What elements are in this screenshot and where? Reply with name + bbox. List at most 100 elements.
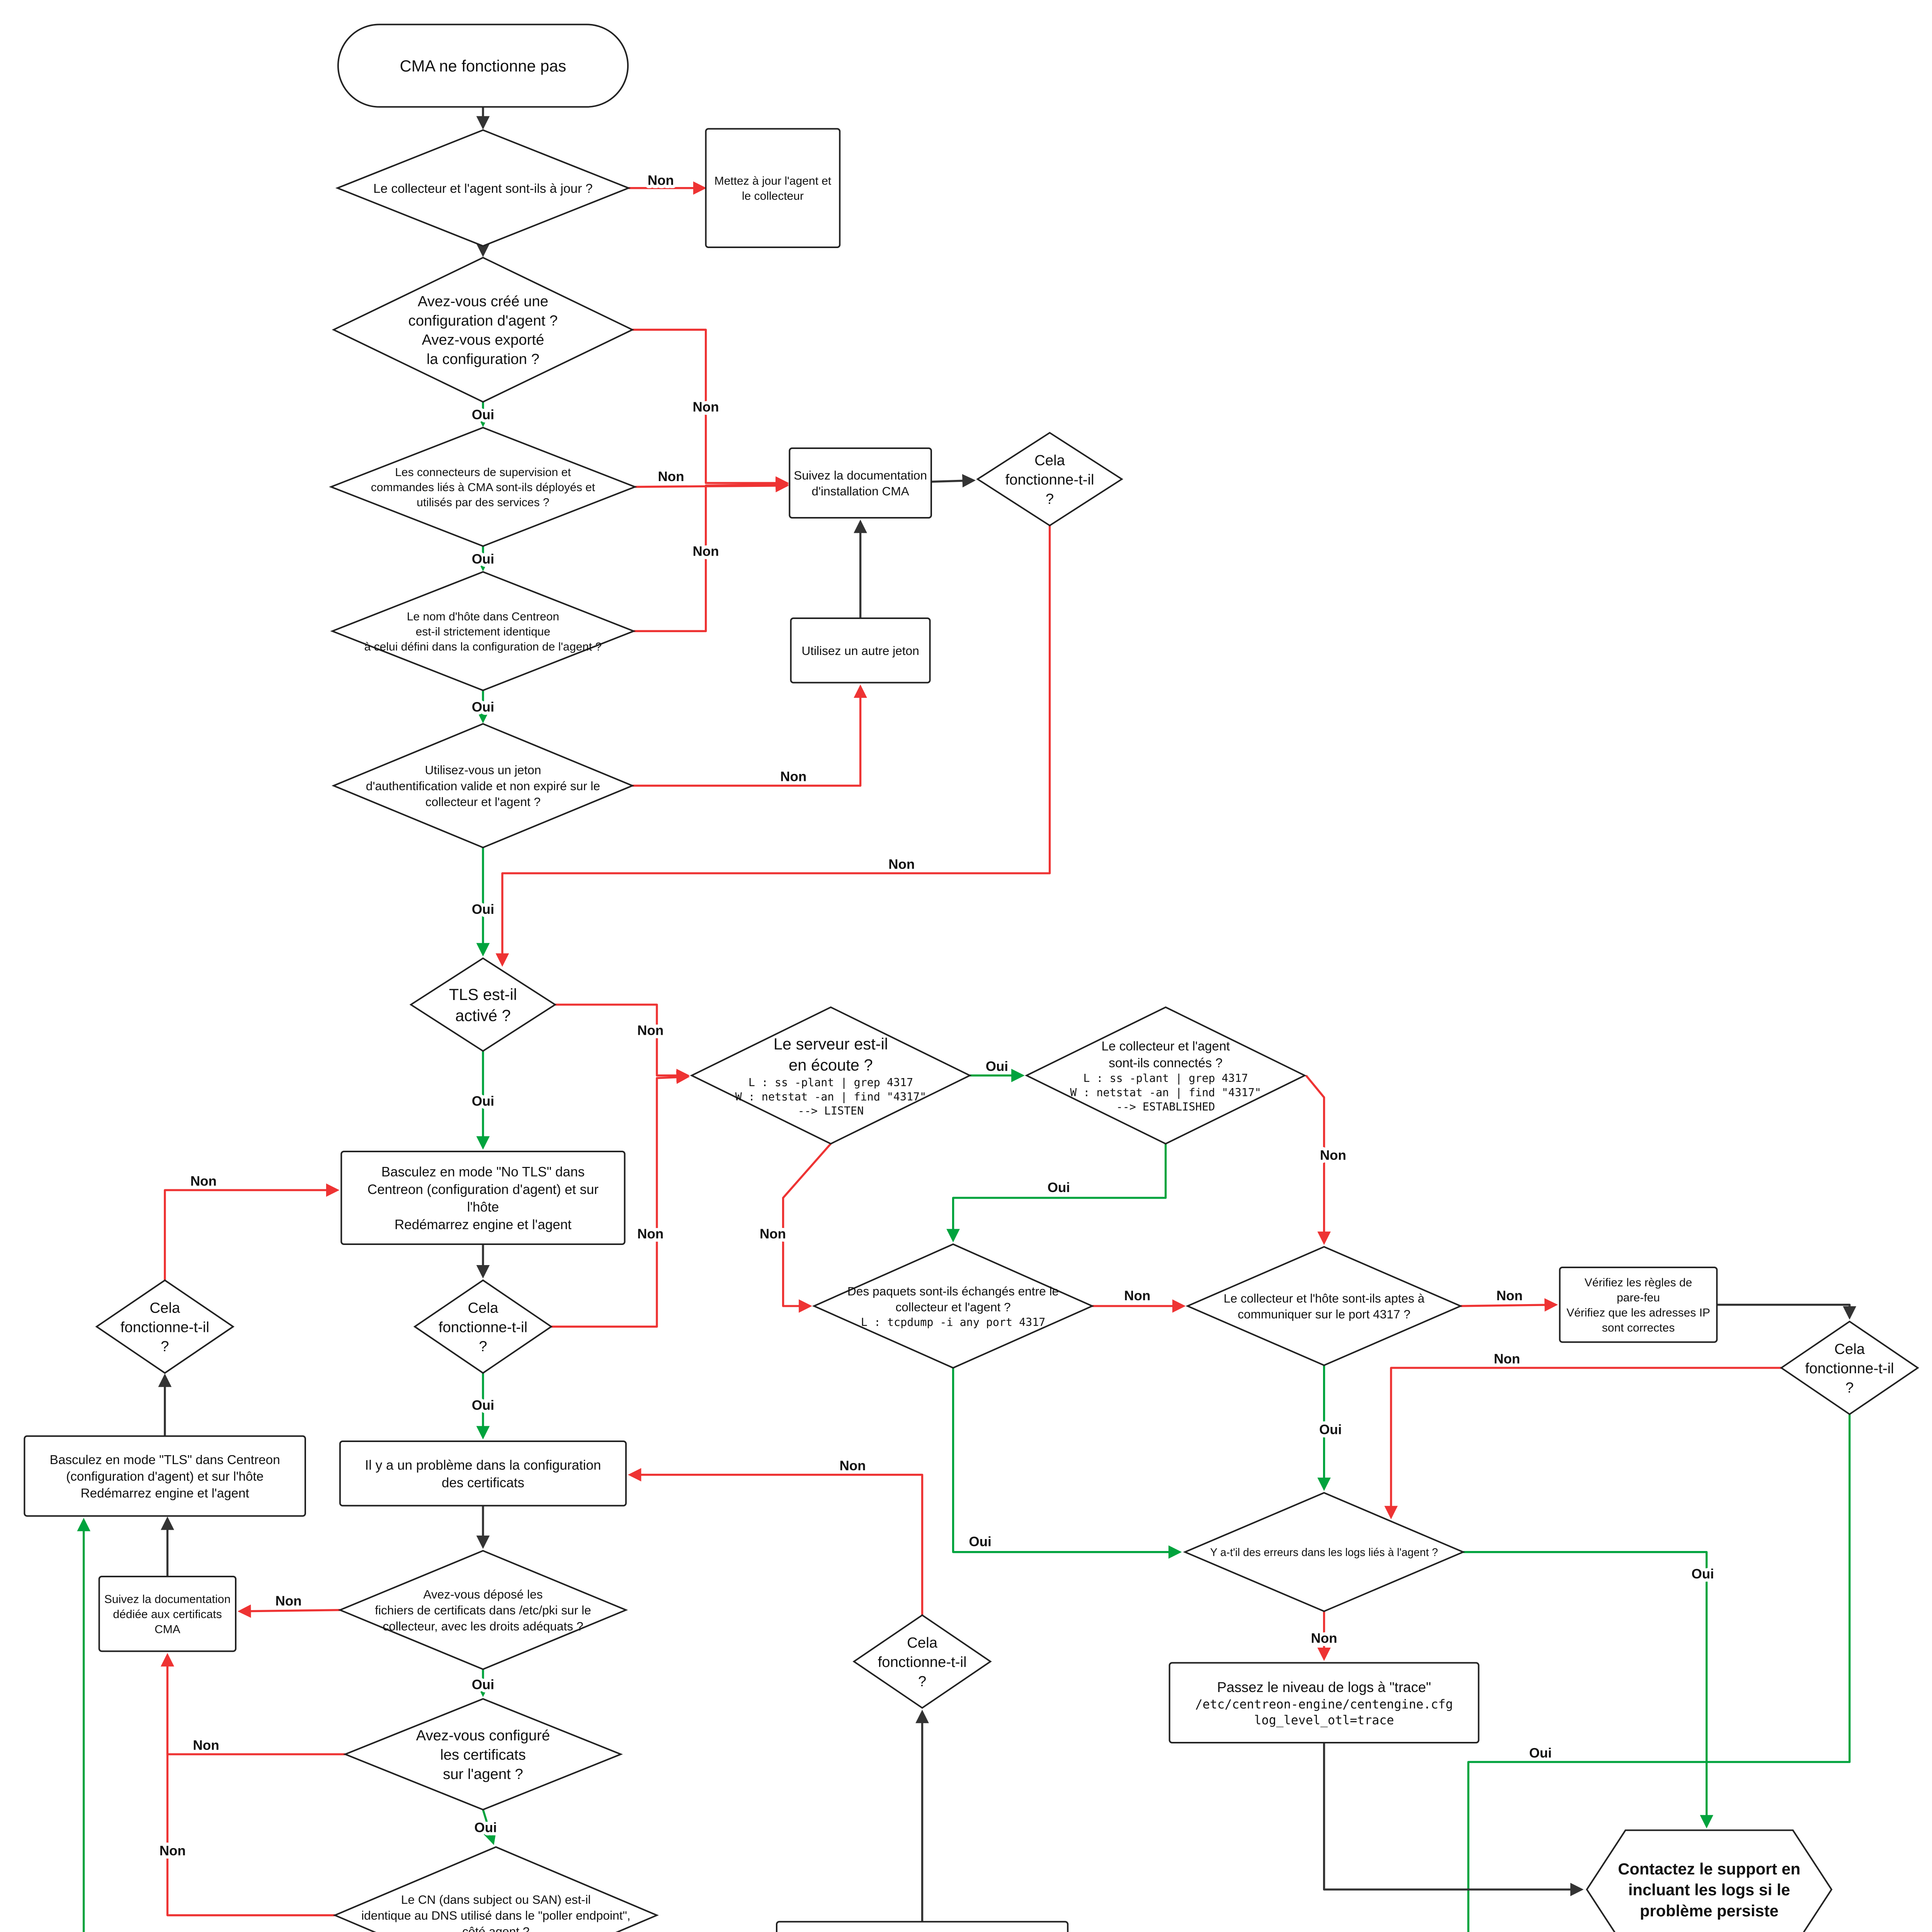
node-text: problème persiste [1640,1901,1779,1920]
node-tls-bottom: Basculez en mode "TLS" dans Centreon(con… [776,1921,1069,1932]
node-shape [329,427,637,547]
node-text: TLS est-il [449,985,517,1003]
node-text: Le CN (dans subject ou SAN) est-il [401,1893,591,1906]
node-shape [338,1550,628,1670]
node-shape [1168,1662,1480,1743]
node-text: Contactez le support en [1618,1860,1800,1878]
edge-pki-oui: Oui [469,1669,497,1697]
edge-label-non: Non [190,1173,217,1189]
edge-line [555,1003,690,1082]
edge-firewall-to-works5 [1717,1304,1856,1320]
node-shape [98,1576,236,1652]
edge-line [1717,1304,1856,1320]
edge-works2-non: Non [551,1070,690,1328]
node-text: Vérifiez les règles de [1585,1276,1692,1289]
node-token: Utilisez-vous un jetond'authentification… [332,723,634,849]
edge-label-non: Non [1494,1351,1520,1366]
edge-label-oui: Oui [472,407,494,422]
node-shape [343,1698,623,1811]
node-shape [789,447,932,519]
edge-doc-to-works1 [931,474,976,488]
edge-label-non: Non [637,1226,663,1242]
node-shape [1183,1492,1465,1612]
node-text: Redémarrez engine et l'agent [395,1217,571,1232]
node-shape [332,723,634,849]
node-text: sont-ils connectés ? [1109,1056,1223,1070]
edge-label-non: Non [193,1738,219,1753]
node-text: --> LISTEN [798,1105,864,1117]
edge-layer: NonOuiNonNonOuiNonOuiNonOuiNonOuiNonNonN… [77,107,1856,1932]
node-shape [333,1846,659,1932]
edge-packets-non: Non [1092,1285,1186,1313]
node-shape [1185,1246,1463,1366]
node-text: Le collecteur et l'hôte sont-ils aptes à [1224,1291,1425,1305]
node-shape [340,1151,626,1245]
node-text: L : tcpdump -i any port 4317 [861,1316,1046,1328]
edge-label-non: Non [840,1458,866,1473]
edge-label-non: Non [888,857,915,872]
edge-label-non: Non [1311,1631,1337,1646]
edge-label-non: Non [276,1594,302,1609]
edge-token-oui: Oui [469,847,497,957]
edge-label-non: Non [693,544,719,559]
node-text: CMA [155,1623,180,1636]
edge-connected-oui: Oui [946,1144,1167,1243]
node-tls-left: Basculez en mode "TLS" dans Centreon (con… [24,1435,306,1517]
edge-label-non: Non [780,769,806,784]
node-shape [337,24,629,108]
node-start: CMA ne fonctionne pas [337,24,629,108]
edge-port-oui: Oui [1316,1365,1345,1491]
edge-works1-non: Non [495,526,1051,967]
edge-hostname-oui: Oui [469,690,497,723]
node-layer: CMA ne fonctionne pas Le collecteur et l'… [24,24,1919,1932]
node-shape [812,1243,1094,1369]
edge-label-non: Non [1320,1148,1346,1163]
node-text: Centreon (configuration d'agent) et sur [367,1182,599,1197]
node-text: Cela [1034,452,1065,469]
node-other-token: Utilisez un autre jeton [790,617,931,684]
edge-line [628,1468,923,1615]
edge-label-oui: Oui [1692,1566,1714,1582]
edge-line [1463,1551,1713,1828]
node-text: fonctionne-t-il [121,1319,209,1335]
node-text: Il y a un problème dans la configuration [365,1458,601,1473]
node-shape [95,1279,235,1374]
edge-cn-non: Non [156,1653,335,1917]
node-shape [1586,1829,1833,1932]
node-text: Avez-vous exporté [422,332,544,348]
edge-label-non: Non [693,400,719,415]
edge-logs-oui: Oui [1463,1551,1717,1828]
edge-label-oui: Oui [1319,1422,1342,1437]
node-shape [690,1006,972,1145]
node-text: CMA ne fonctionne pas [400,57,566,75]
edge-line [237,1604,340,1618]
edge-label-oui: Oui [472,1677,494,1692]
node-text: Basculez en mode "TLS" dans Centreon [50,1453,280,1467]
node-text: fichiers de certificats dans /etc/pki su… [375,1603,591,1617]
edge-label-oui: Oui [986,1059,1008,1074]
node-shape [776,1921,1069,1932]
node-connectors: Les connecteurs de supervision etcommand… [329,427,637,547]
node-text: Cela [907,1634,938,1651]
node-text: (configuration d'agent) et sur l'hôte [66,1469,264,1484]
edge-line [1323,1743,1584,1896]
edge-line [551,1070,690,1328]
node-text: ? [918,1673,926,1690]
edge-line [952,1368,1182,1559]
node-text: fonctionne-t-il [1005,471,1094,488]
node-text: côté agent ? [462,1924,529,1932]
node-shape [790,617,931,684]
node-text: pare-feu [1617,1291,1660,1304]
node-shape [1025,1006,1307,1145]
node-text: Utilisez-vous un jeton [425,763,541,777]
edge-listen-oui: Oui [970,1056,1025,1082]
node-text: Vérifiez que les adresses IP [1566,1306,1710,1319]
node-text: log_level_otl=trace [1254,1714,1394,1728]
node-text: à celui défini dans la configuration de … [364,640,602,653]
